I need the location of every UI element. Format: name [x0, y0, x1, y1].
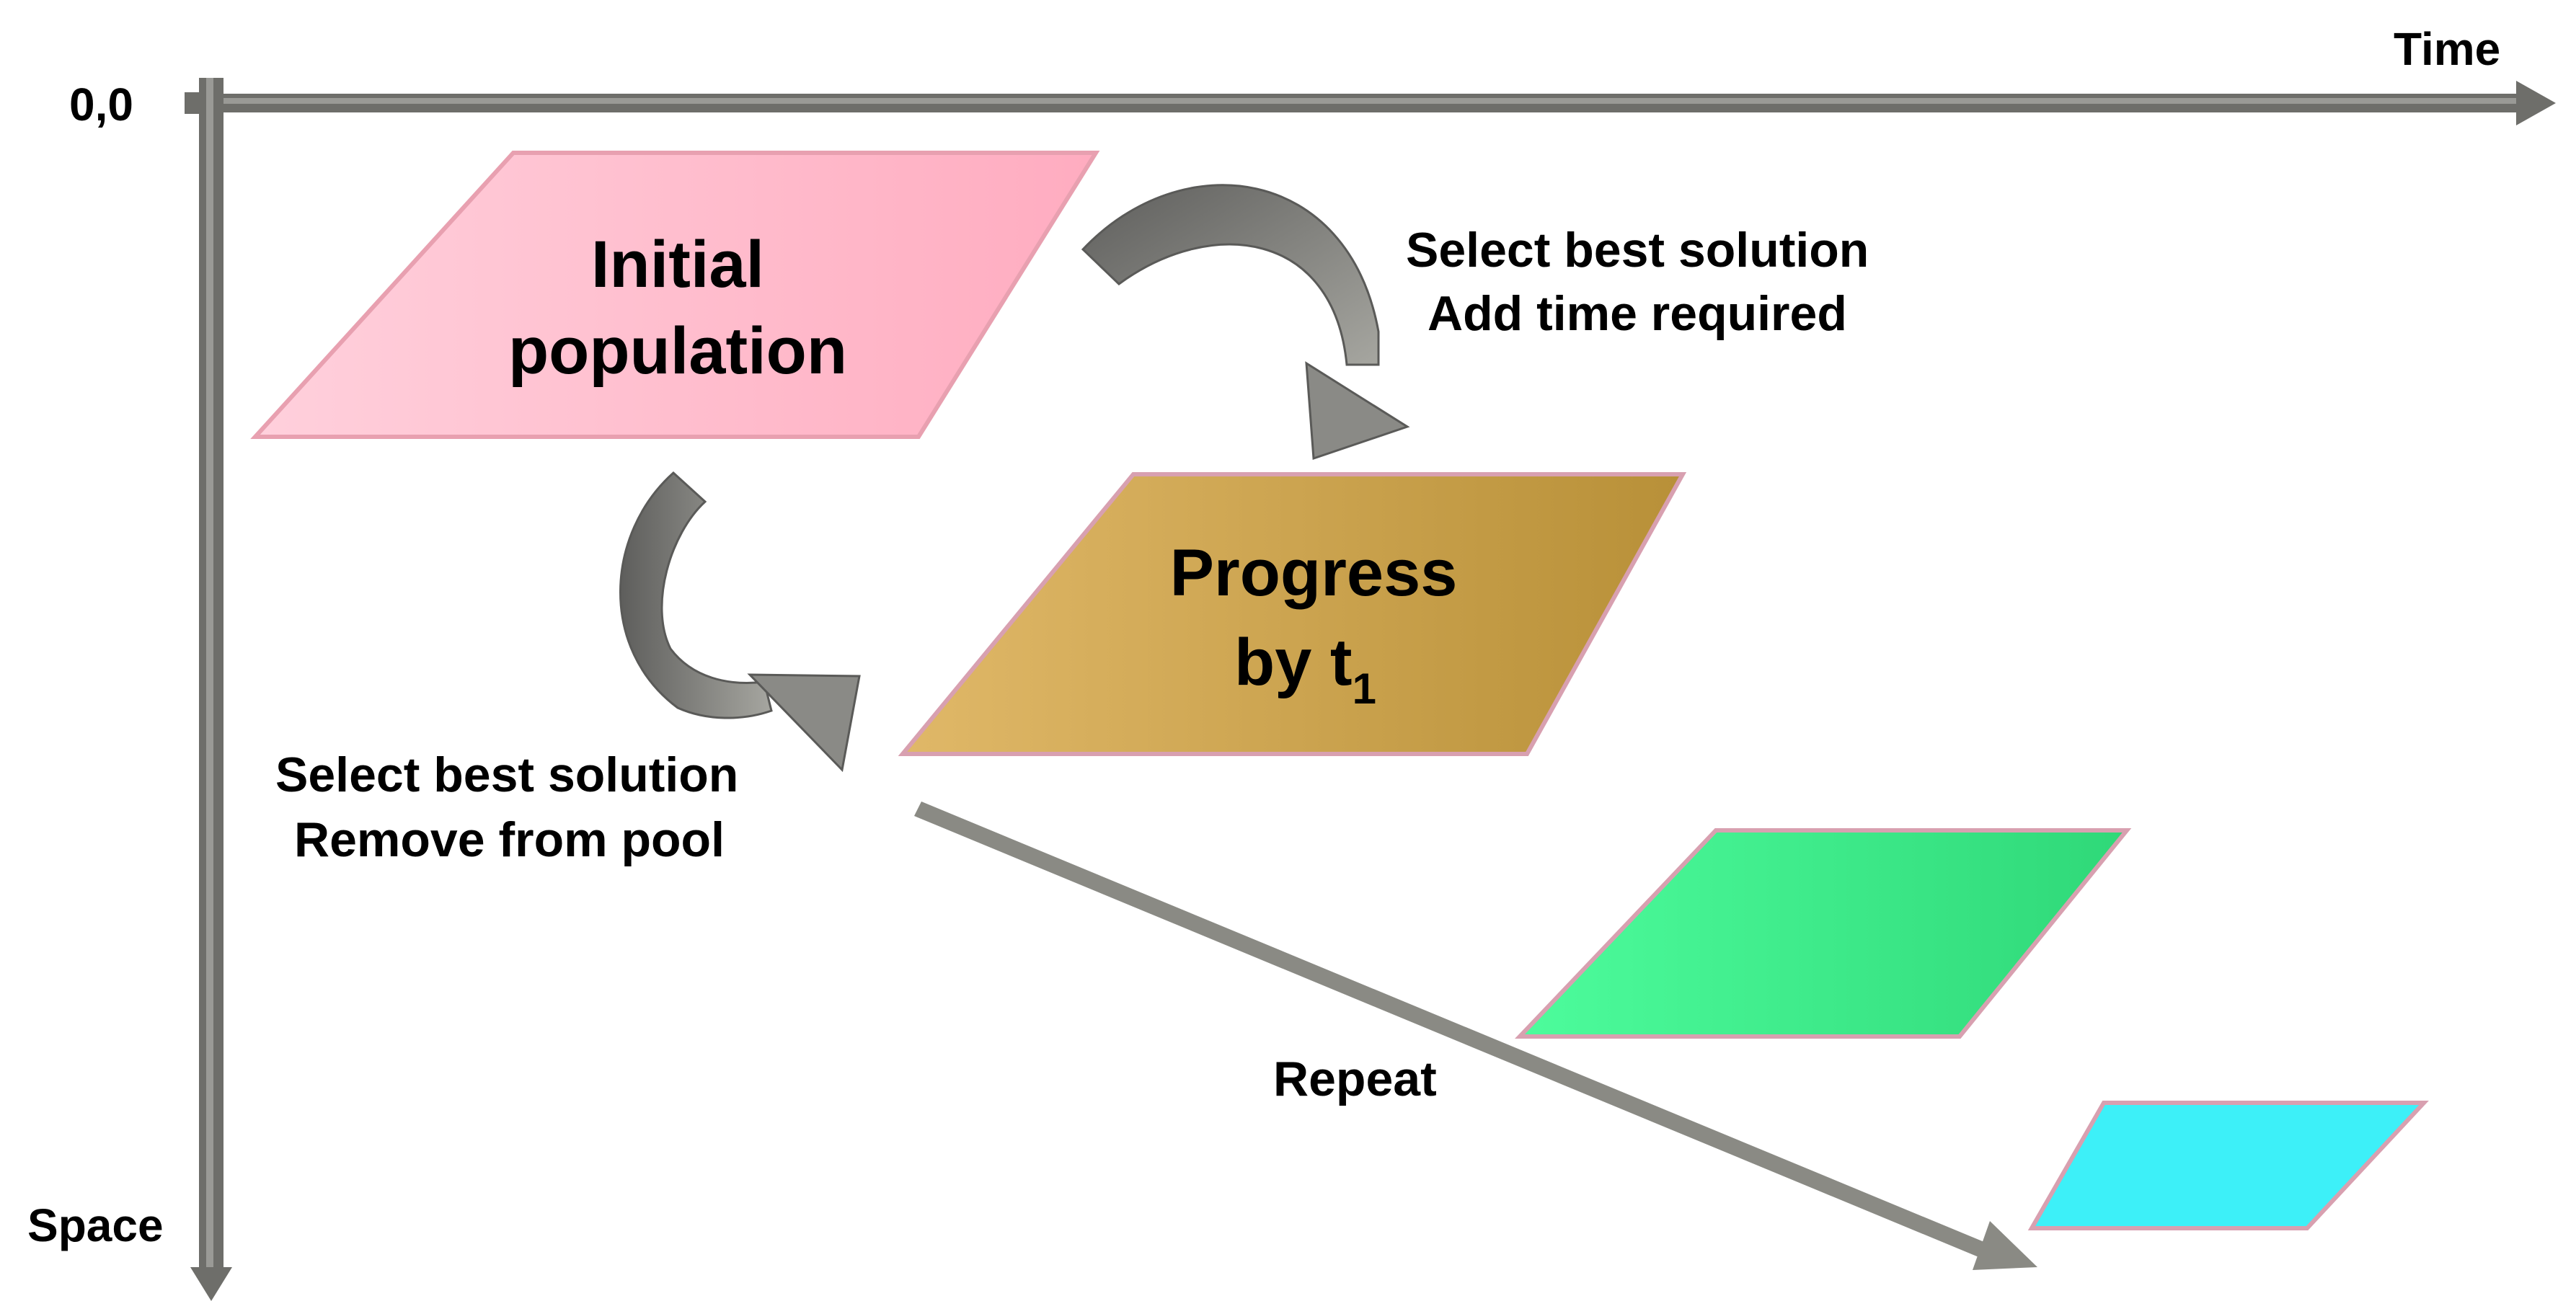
progress-subscript: 1	[1353, 665, 1376, 713]
time-axis	[187, 81, 2556, 125]
time-axis-label: Time	[2394, 23, 2500, 75]
progress-line1: Progress	[1170, 536, 1458, 610]
repeat-label: Repeat	[1273, 1052, 1437, 1106]
initial-population-line1: Initial	[591, 228, 764, 301]
annotation-top-right-line2: Add time required	[1428, 286, 1847, 341]
repeat-arrow	[914, 802, 2037, 1270]
progress-by-t: by t	[1234, 626, 1353, 699]
time-axis-arrowhead	[2516, 81, 2556, 125]
origin-label: 0,0	[69, 79, 133, 130]
axes: 0,0 Time Space	[27, 23, 2556, 1301]
annotation-top-right-line1: Select best solution	[1406, 223, 1869, 278]
curved-arrow-left	[619, 471, 861, 773]
cyan-parallelogram	[2027, 1101, 2429, 1230]
curved-arrow-top	[1081, 184, 1410, 461]
progress-line2: by t1	[1234, 626, 1376, 713]
annotation-bottom-left-line1: Select best solution	[275, 747, 738, 802]
initial-population-shape: Initial population	[250, 151, 1100, 439]
progress-shape: Progress by t1	[898, 472, 1687, 756]
space-axis	[185, 78, 232, 1301]
space-axis-arrowhead	[190, 1267, 232, 1301]
annotation-bottom-left-line2: Remove from pool	[294, 812, 725, 867]
space-axis-label: Space	[27, 1199, 164, 1251]
initial-population-line2: population	[508, 314, 847, 388]
green-parallelogram	[1515, 828, 2132, 1039]
annotation-top-right: Select best solution Add time required	[1406, 223, 1869, 341]
annotation-bottom-left: Select best solution Remove from pool	[275, 747, 738, 867]
